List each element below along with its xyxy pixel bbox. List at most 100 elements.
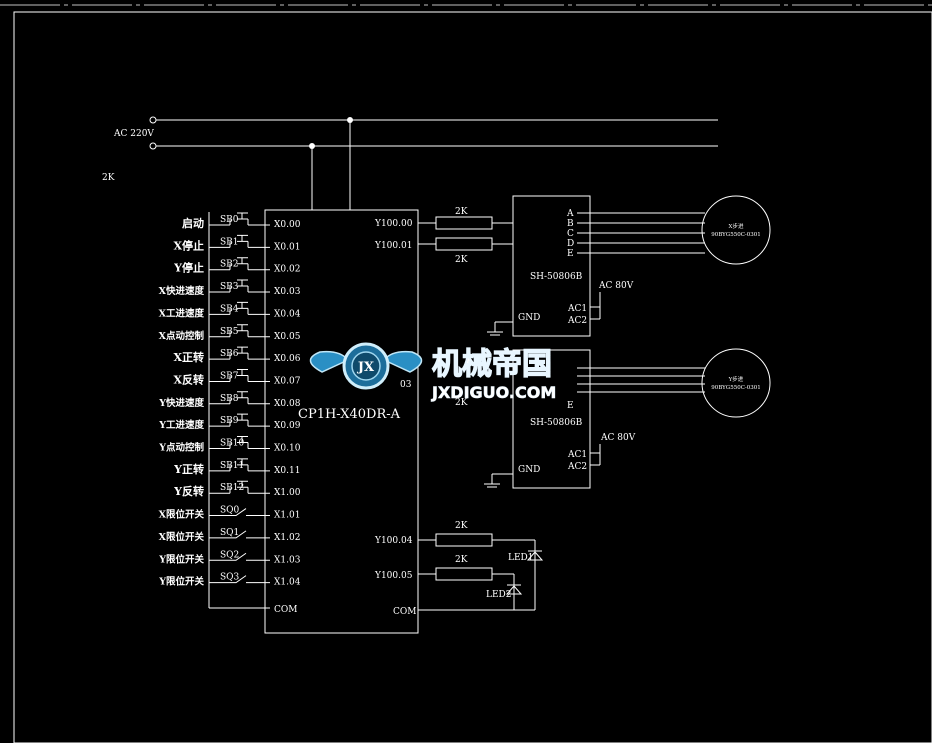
input-address: X0.03 xyxy=(274,287,301,297)
input-com-label: COM xyxy=(274,605,297,615)
input-label: X工进速度 xyxy=(159,307,205,319)
input-label: X反转 xyxy=(173,372,204,386)
push-button-icon xyxy=(229,458,249,471)
input-switch-label: SQ3 xyxy=(220,573,240,583)
input-address: X0.02 xyxy=(274,265,300,275)
driver2-gnd: GND xyxy=(518,465,540,475)
input-address: X0.07 xyxy=(274,376,301,386)
supply-resistor-label: 2K xyxy=(102,173,115,183)
input-switch-label: SB1 xyxy=(220,237,239,247)
input-address: X0.08 xyxy=(274,399,301,409)
plc-model: CP1H-X40DR-A xyxy=(298,407,401,422)
input-switch-label: SB8 xyxy=(220,394,239,404)
led1-icon xyxy=(526,551,544,561)
driver1-terminal: E xyxy=(567,249,574,259)
input-label: X限位开关 xyxy=(159,509,205,521)
push-button-icon xyxy=(229,212,249,225)
supply-terminal-n xyxy=(149,142,157,150)
input-label: X正转 xyxy=(173,350,204,364)
push-button-icon xyxy=(229,346,249,360)
input-label: X快进速度 xyxy=(159,285,205,297)
input-switch-label: SB6 xyxy=(220,349,239,359)
input-address: X0.06 xyxy=(274,354,301,364)
motor2-symbol xyxy=(701,348,771,418)
push-button-icon xyxy=(229,301,249,315)
driver1-body xyxy=(512,195,591,337)
input-label: Y正转 xyxy=(173,462,204,476)
motor2-name: Y步进 xyxy=(728,375,744,383)
motor2-model: 90BYG550C-0301 xyxy=(711,385,761,391)
output-com: COM xyxy=(393,607,416,617)
resistor-r4 xyxy=(435,533,493,547)
limit-switch-icon xyxy=(230,530,248,539)
input-address: X0.09 xyxy=(274,421,301,431)
limit-switch-icon xyxy=(230,575,248,584)
driver1-terminal: D xyxy=(567,239,574,249)
limit-switch-icon xyxy=(230,552,248,561)
input-address: X0.01 xyxy=(274,242,300,252)
resistor-label-r1: 2K xyxy=(455,207,468,217)
resistor-label-r2: 2K xyxy=(455,255,468,265)
driver2-terminal-e: E xyxy=(567,401,574,411)
motor1-model: 90BYG550C-0301 xyxy=(711,232,761,238)
input-address: X1.01 xyxy=(274,511,300,521)
driver1-terminal: B xyxy=(567,219,574,229)
input-switch-label: SB9 xyxy=(220,416,239,426)
motor1-symbol xyxy=(701,195,771,265)
driver1-terminal: C xyxy=(567,229,574,239)
resistor-label-r4: 2K xyxy=(455,521,468,531)
push-button-icon xyxy=(229,413,249,427)
output-y05: Y100.05 xyxy=(374,571,413,581)
driver1-ac2: AC2 xyxy=(567,316,587,326)
watermark-logo: JX 机械帝国 JXDIGUO.COM xyxy=(309,342,557,402)
driver2-body xyxy=(512,349,591,489)
push-button-icon xyxy=(229,391,249,404)
driver1-ac1: AC1 xyxy=(567,304,587,314)
push-button-icon xyxy=(229,368,249,382)
input-label: Y反转 xyxy=(173,484,204,498)
output-y00: Y100.00 xyxy=(374,219,413,229)
watermark-badge: JX xyxy=(357,360,375,375)
driver1-gnd: GND xyxy=(518,313,540,323)
output-y04: Y100.04 xyxy=(374,536,413,546)
input-label: X停止 xyxy=(173,238,204,252)
input-address: X0.10 xyxy=(274,444,301,454)
input-switch-label: SQ2 xyxy=(220,550,239,560)
input-switch-label: SB5 xyxy=(220,327,239,337)
input-switch-label: SB10 xyxy=(220,439,245,449)
limit-switch-icon xyxy=(230,508,248,517)
driver2-ac2: AC2 xyxy=(567,462,587,472)
push-button-icon xyxy=(229,257,249,270)
driver2-ac1: AC1 xyxy=(567,450,587,460)
push-button-icon xyxy=(229,324,249,337)
push-button-icon xyxy=(229,436,249,449)
driver2-supply: AC 80V xyxy=(600,433,636,443)
input-address: X1.00 xyxy=(274,488,301,498)
input-label: Y快进速度 xyxy=(158,397,204,409)
input-label: X点动控制 xyxy=(159,330,205,342)
input-address: X0.00 xyxy=(274,220,301,230)
input-address: X1.02 xyxy=(274,533,300,543)
schematic-frame xyxy=(0,4,932,743)
input-label: Y限位开关 xyxy=(158,553,204,565)
input-address: X1.04 xyxy=(274,578,301,588)
push-button-icon xyxy=(229,234,249,248)
supply-label: AC 220V xyxy=(113,129,154,139)
input-switch-label: SB4 xyxy=(220,304,239,314)
input-switch-label: SB3 xyxy=(220,282,239,292)
resistor-r5 xyxy=(435,567,493,581)
led2-icon xyxy=(505,585,523,595)
input-switch-label: SB11 xyxy=(220,461,244,471)
input-address: X1.03 xyxy=(274,555,301,565)
driver1-terminal: A xyxy=(566,209,574,219)
driver2-resistor-label: 2K xyxy=(455,398,468,408)
driver2-model: SH-50806B xyxy=(530,418,583,428)
input-address: X0.05 xyxy=(274,332,301,342)
output-y01: Y100.01 xyxy=(374,241,412,251)
input-label: X限位开关 xyxy=(159,531,205,543)
input-switch-label: SQ0 xyxy=(220,506,240,516)
motor1-name: X步进 xyxy=(729,222,744,230)
output-y03: 03 xyxy=(400,380,412,390)
input-label: Y停止 xyxy=(173,261,204,275)
